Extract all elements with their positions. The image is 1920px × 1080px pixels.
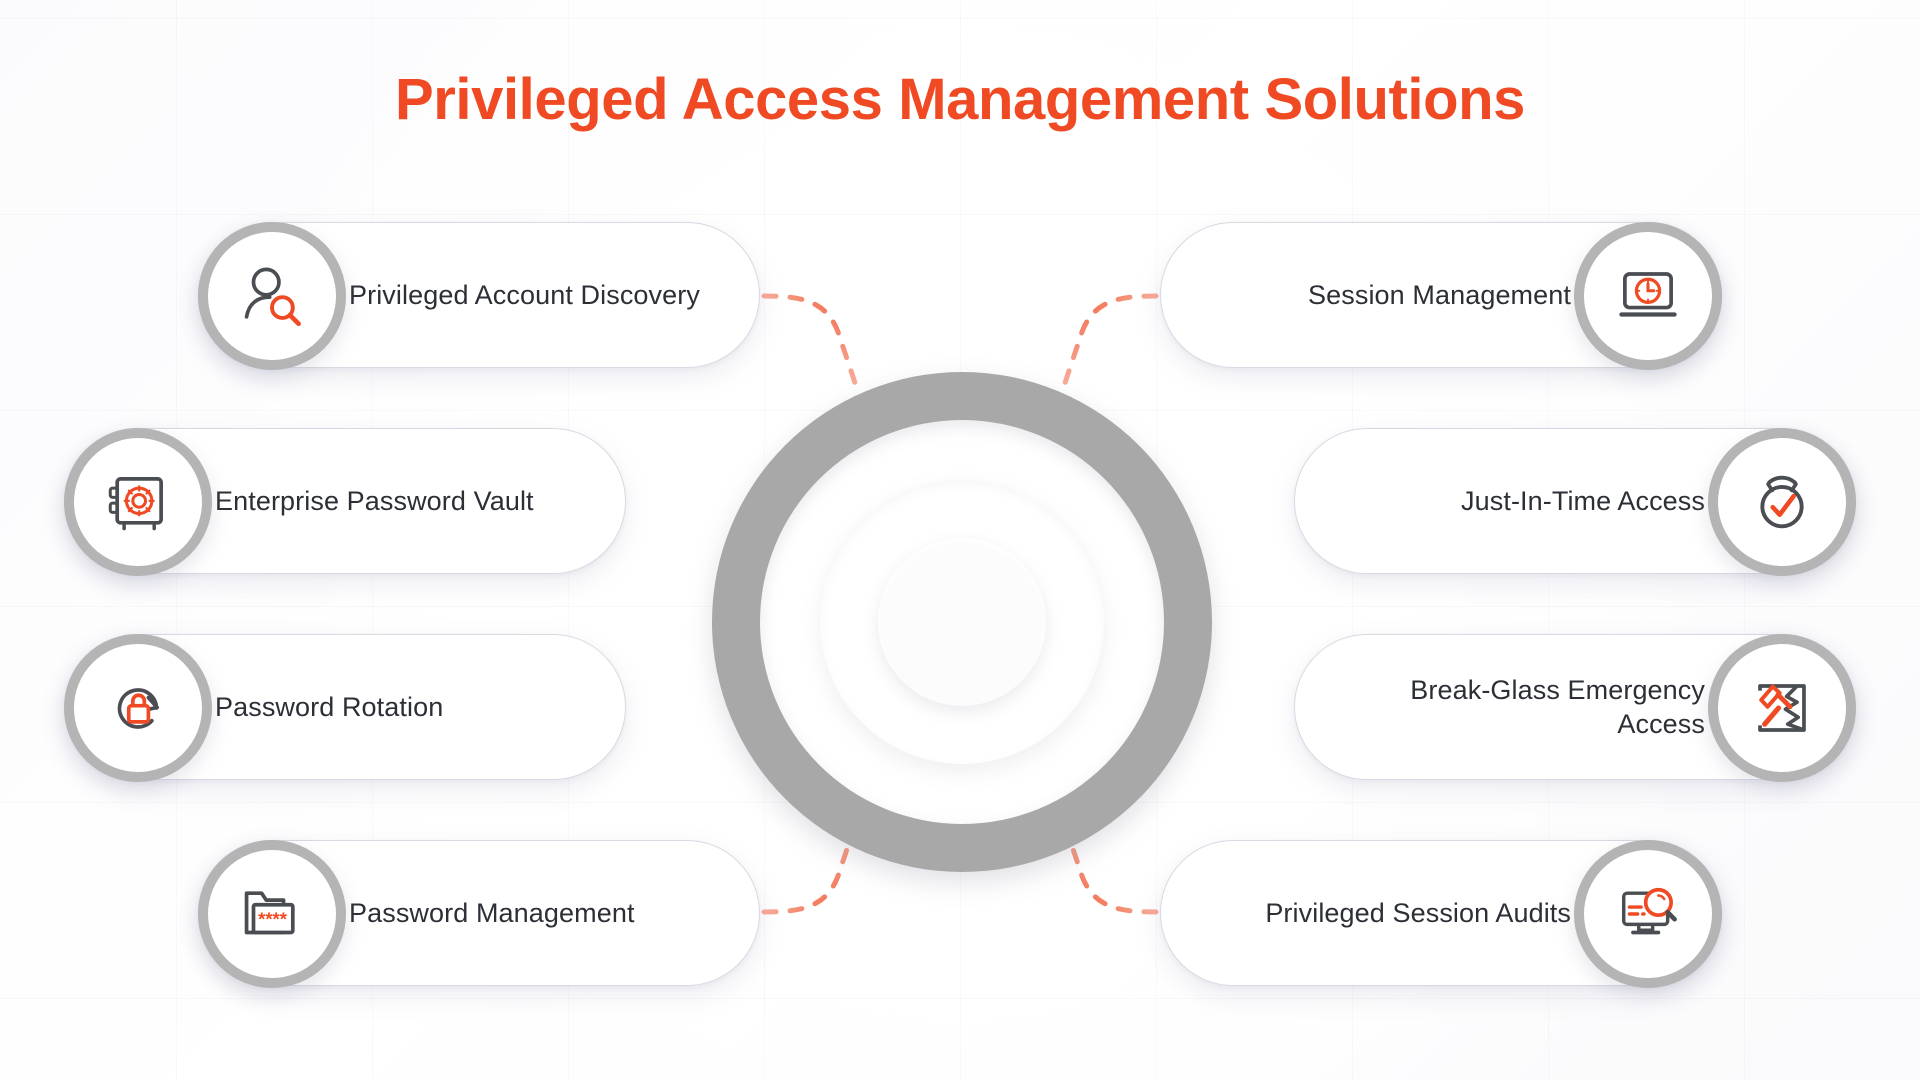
user-search-icon (198, 222, 346, 370)
safe-vault-icon (64, 428, 212, 576)
node-card-label: Break-Glass Emergency Access (1410, 674, 1705, 739)
node-card-privileged-account-discovery[interactable]: Privileged Account Discovery (198, 222, 760, 370)
node-card-password-rotation[interactable]: Password Rotation (64, 634, 626, 782)
node-card-label: Just-In-Time Access (1461, 485, 1705, 516)
folder-asterisk-icon: **** (198, 840, 346, 988)
hub-ring-core (878, 538, 1046, 706)
lock-rotate-icon (64, 634, 212, 782)
page-title: Privileged Access Management Solutions (394, 67, 1526, 132)
stopwatch-check-icon (1708, 428, 1856, 576)
node-card-label: Enterprise Password Vault (215, 485, 534, 516)
node-card-break-glass-emergency-access[interactable]: Break-Glass Emergency Access (1294, 634, 1856, 782)
node-card-session-management[interactable]: Session Management (1160, 222, 1722, 370)
node-card-label: Password Management (349, 897, 635, 928)
monitor-magnifier-icon (1574, 840, 1722, 988)
node-card-enterprise-password-vault[interactable]: Enterprise Password Vault (64, 428, 626, 576)
node-card-label: Session Management (1308, 279, 1571, 310)
node-card-just-in-time-access[interactable]: Just-In-Time Access (1294, 428, 1856, 576)
node-card-label: Privileged Account Discovery (349, 279, 700, 310)
node-card-password-management[interactable]: **** Password Management (198, 840, 760, 988)
hammer-break-glass-icon (1708, 634, 1856, 782)
center-hub (712, 372, 1212, 872)
svg-text:****: **** (258, 909, 288, 930)
node-card-privileged-session-audits[interactable]: Privileged Session Audits (1160, 840, 1722, 988)
node-card-label: Password Rotation (215, 691, 444, 722)
laptop-clock-icon (1574, 222, 1722, 370)
node-card-label: Privileged Session Audits (1265, 897, 1571, 928)
